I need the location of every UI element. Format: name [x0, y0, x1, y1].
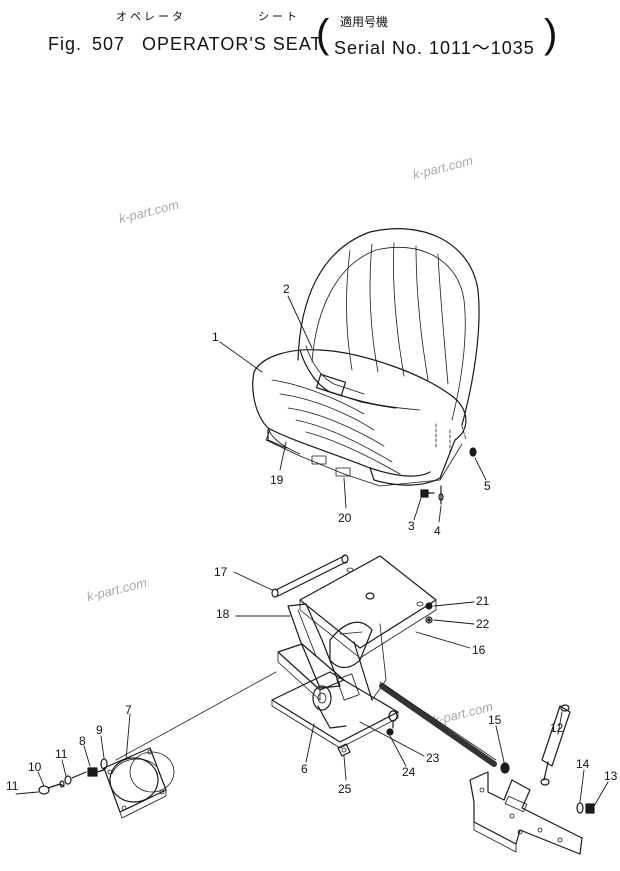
- rubber-mount-assembly: [38, 747, 175, 819]
- close-paren: ): [544, 12, 558, 56]
- seat-fasteners: [420, 447, 477, 505]
- serial-range: Serial No. 1011～1035: [334, 38, 535, 58]
- callout-20: 20: [338, 511, 352, 525]
- callout-17: 17: [214, 565, 228, 579]
- callout-6: 6: [301, 762, 308, 776]
- callout-18: 18: [216, 607, 230, 621]
- open-paren: (: [316, 12, 330, 56]
- callout-9: 9: [96, 723, 103, 737]
- callout-25: 25: [338, 782, 352, 796]
- page-title: OPERATOR'S SEAT: [142, 34, 323, 54]
- fig-label: Fig.: [48, 34, 83, 54]
- callout-leader-lines: [15, 295, 609, 807]
- suspension-assembly: [115, 554, 497, 767]
- callout-7: 7: [125, 703, 132, 717]
- callout-13: 13: [604, 769, 618, 783]
- callout-12: 12: [550, 721, 564, 735]
- callout-11-lower: 11: [6, 779, 19, 793]
- callout-4: 4: [434, 524, 441, 538]
- callout-14: 14: [576, 757, 590, 771]
- callout-23: 23: [426, 751, 440, 765]
- callout-19: 19: [270, 473, 284, 487]
- callout-8: 8: [79, 734, 86, 748]
- seat-assembly: [252, 228, 480, 487]
- callout-21: 21: [476, 594, 490, 608]
- suspension-fasteners: [337, 602, 433, 757]
- kana-seat-label: シート: [258, 10, 300, 23]
- height-adjuster-assembly: [469, 704, 595, 855]
- callout-24: 24: [402, 765, 416, 779]
- callout-1: 1: [212, 330, 219, 344]
- kana-operator-label: オペレータ: [116, 10, 186, 23]
- callout-3: 3: [408, 519, 415, 533]
- callout-11-upper: 11: [55, 747, 68, 761]
- callout-5: 5: [484, 479, 491, 493]
- callout-10: 10: [28, 760, 42, 774]
- callout-15: 15: [488, 713, 502, 727]
- callout-22: 22: [476, 617, 490, 631]
- applicable-models-label: 適用号機: [340, 15, 389, 29]
- fig-number: 507: [92, 34, 126, 54]
- callout-16: 16: [472, 643, 486, 657]
- callout-2: 2: [283, 282, 290, 296]
